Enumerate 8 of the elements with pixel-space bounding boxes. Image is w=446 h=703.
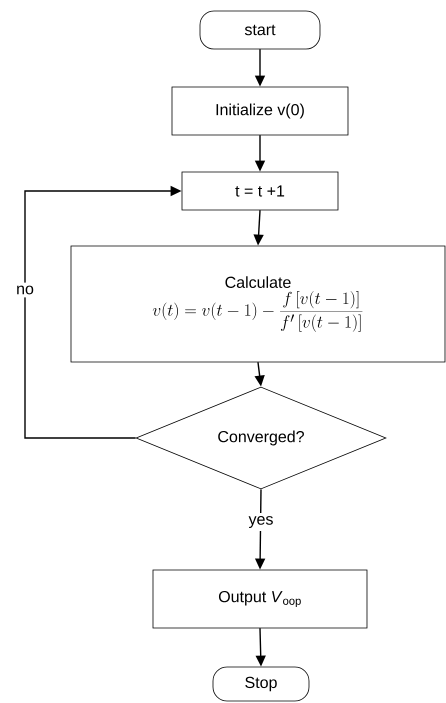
edge-label: no [13, 282, 37, 298]
process-box: t = t +1 [182, 172, 338, 210]
edge-label: yes [246, 513, 276, 531]
process-box: Initialize v(0) [172, 86, 348, 136]
terminal-box: start [200, 10, 320, 50]
process-box: Calculate $v(t) = v(t-1) - \frac{f\left[v(t-1)\right]}{f'\left[v(t-1)\right]}$ [70, 246, 446, 362]
process-box: Output V$_{oop}$ [152, 570, 368, 628]
terminal-box: Stop [212, 666, 310, 702]
